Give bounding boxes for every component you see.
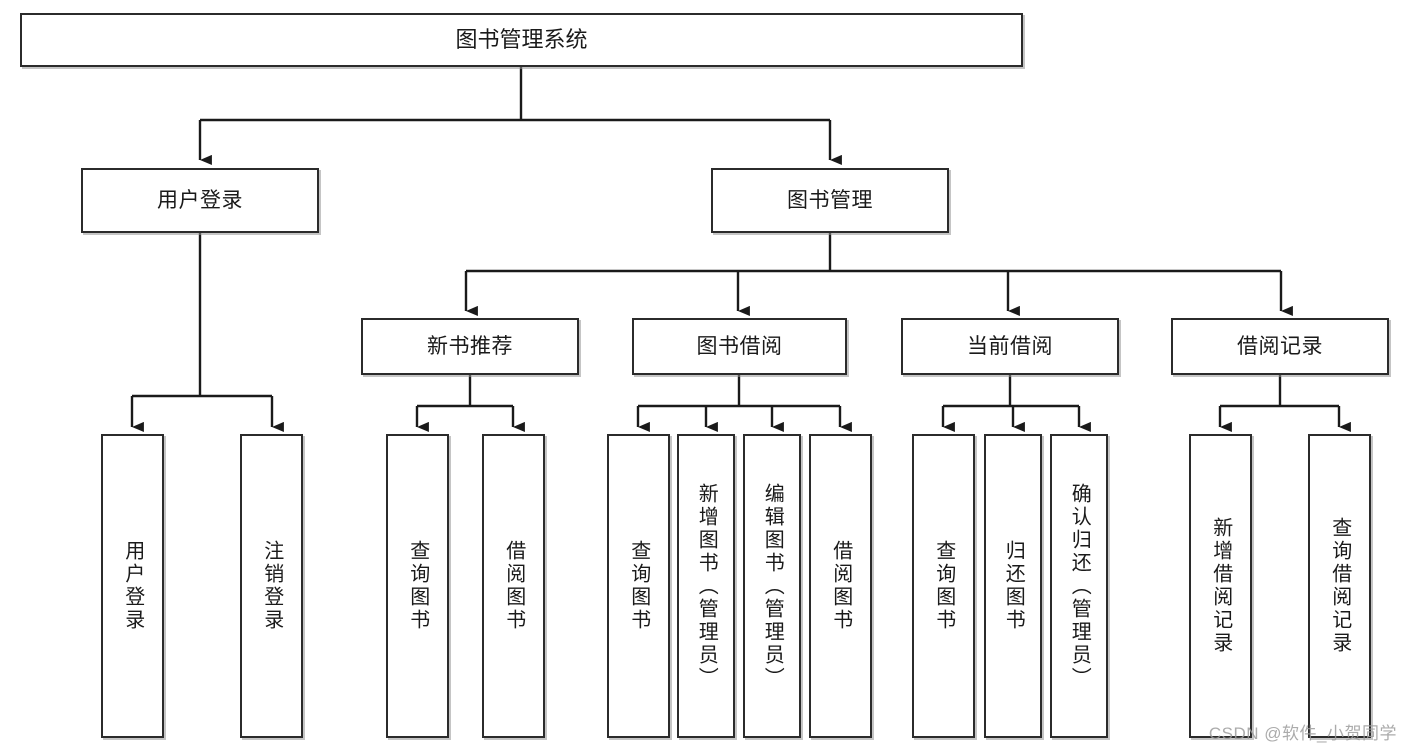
node-leaf-user-logout[interactable]: 注销登录 xyxy=(240,434,303,738)
node-book-manage[interactable]: 图书管理 xyxy=(711,168,949,233)
node-leaf-borrow-book-2-label: 借阅图书 xyxy=(829,540,852,632)
node-leaf-query-record[interactable]: 查询借阅记录 xyxy=(1308,434,1371,738)
node-leaf-query-book-3-label: 查询图书 xyxy=(932,540,955,632)
node-leaf-borrow-book-1-label: 借阅图书 xyxy=(502,540,525,632)
node-leaf-user-login-label: 用户登录 xyxy=(121,540,144,632)
node-new-book-recommend-label: 新书推荐 xyxy=(427,334,513,358)
node-leaf-add-record-label: 新增借阅记录 xyxy=(1209,517,1232,655)
node-new-book-recommend[interactable]: 新书推荐 xyxy=(361,318,579,375)
node-leaf-query-record-label: 查询借阅记录 xyxy=(1328,517,1351,655)
node-leaf-borrow-book-1[interactable]: 借阅图书 xyxy=(482,434,545,738)
node-book-borrow[interactable]: 图书借阅 xyxy=(632,318,847,375)
watermark-text: CSDN @软件_小贺同学 xyxy=(1208,724,1397,743)
node-leaf-return-book-label: 归还图书 xyxy=(1002,540,1025,632)
node-leaf-edit-book[interactable]: 编辑图书（管理员） xyxy=(743,434,801,738)
node-book-borrow-label: 图书借阅 xyxy=(696,334,783,358)
node-leaf-user-logout-label: 注销登录 xyxy=(260,540,283,632)
node-leaf-user-login[interactable]: 用户登录 xyxy=(101,434,164,738)
node-current-borrow-label: 当前借阅 xyxy=(967,334,1053,358)
node-leaf-borrow-book-2[interactable]: 借阅图书 xyxy=(809,434,872,738)
node-borrow-record-label: 借阅记录 xyxy=(1237,334,1323,358)
node-leaf-add-book[interactable]: 新增图书（管理员） xyxy=(677,434,735,738)
node-current-borrow[interactable]: 当前借阅 xyxy=(901,318,1119,375)
node-borrow-record[interactable]: 借阅记录 xyxy=(1171,318,1389,375)
node-user-login-label: 用户登录 xyxy=(157,188,243,212)
node-leaf-add-book-label: 新增图书（管理员） xyxy=(695,482,718,690)
node-leaf-confirm-return-label: 确认归还（管理员） xyxy=(1068,482,1091,690)
node-leaf-query-book-1-label: 查询图书 xyxy=(406,540,429,632)
node-root[interactable]: 图书管理系统 xyxy=(20,13,1023,67)
node-leaf-edit-book-label: 编辑图书（管理员） xyxy=(761,482,784,690)
node-leaf-query-book-1[interactable]: 查询图书 xyxy=(386,434,449,738)
node-leaf-return-book[interactable]: 归还图书 xyxy=(984,434,1042,738)
node-leaf-query-book-2[interactable]: 查询图书 xyxy=(607,434,670,738)
node-leaf-query-book-2-label: 查询图书 xyxy=(627,540,650,632)
node-root-label: 图书管理系统 xyxy=(455,26,588,52)
node-user-login[interactable]: 用户登录 xyxy=(81,168,319,233)
node-book-manage-label: 图书管理 xyxy=(787,188,873,212)
node-leaf-query-book-3[interactable]: 查询图书 xyxy=(912,434,975,738)
node-leaf-add-record[interactable]: 新增借阅记录 xyxy=(1189,434,1252,738)
node-leaf-confirm-return[interactable]: 确认归还（管理员） xyxy=(1050,434,1108,738)
